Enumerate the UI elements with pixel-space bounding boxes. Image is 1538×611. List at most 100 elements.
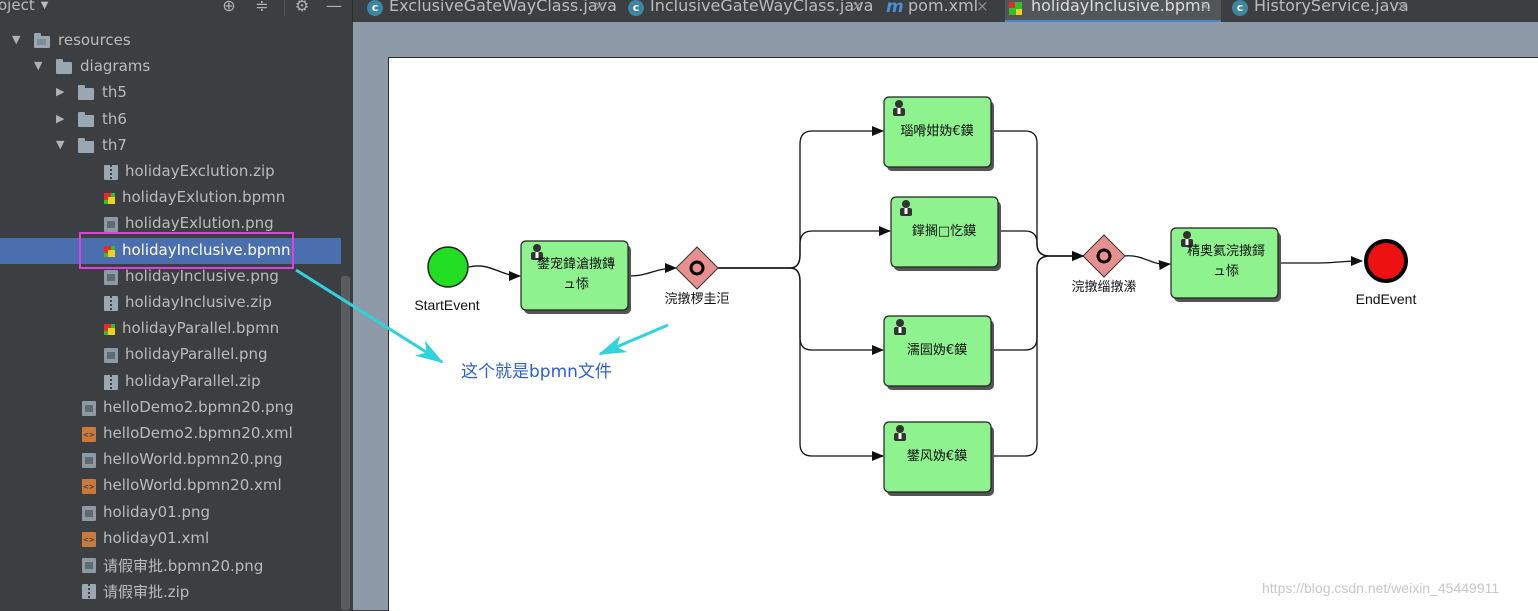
tree-item-label: diagrams [80,57,151,76]
class-icon: c [367,0,383,16]
tree-item[interactable]: ▼ diagrams [0,54,352,80]
project-panel-header: oject▼ ⊕ ≑ ⚙ — [0,0,352,18]
start-event[interactable] [427,246,469,288]
project-view-selector[interactable]: oject▼ [0,0,48,14]
flow-start-to-apply[interactable] [468,265,521,281]
task-branch-1[interactable]: 瑙嗗姏妫€鏌 [883,96,994,171]
tree-item-label: holidayExlution.png [125,214,274,233]
locate-icon[interactable]: ⊕ [222,0,236,15]
tree-item[interactable]: holidayExlution.bpmn [0,185,352,211]
task-apply[interactable]: 鐢宠鍏滄撴鏄 ュ悿 [520,240,631,314]
flow-final-to-end[interactable] [1278,256,1363,267]
inclusive-gateway-join[interactable] [1082,234,1126,278]
editor-tab[interactable]: m pom.xml× [882,0,998,20]
class-icon: c [628,0,644,16]
bpmn-file-icon [104,324,115,336]
tree-item[interactable]: holidayExclution.zip [0,159,352,185]
folder-icon [56,59,72,75]
end-event-label: EndEvent [1356,291,1417,307]
tree-item[interactable]: helloDemo2.bpmn20.png [0,395,352,421]
collapse-all-icon[interactable]: ≑ [255,0,269,15]
class-icon: c [1232,0,1248,16]
header-divider [284,0,285,16]
user-task-icon [900,200,912,216]
tree-item[interactable]: helloWorld.bpmn20.png [0,447,352,473]
tree-item[interactable]: ▶ th5 [0,80,352,106]
editor-tab[interactable]: holidayInclusive.bpmn× [1005,0,1221,22]
tree-item[interactable]: holiday01.xml [0,526,352,552]
end-event[interactable] [1364,239,1408,283]
flow-gateway-branch2[interactable] [718,226,891,269]
close-icon[interactable]: × [1199,0,1212,15]
zip-file-icon [104,374,118,390]
tree-item[interactable]: ▶th6 [0,107,352,133]
close-icon[interactable]: × [851,0,864,15]
editor-tab-label: pom.xml [908,0,979,15]
tree-item[interactable]: ▼resources [0,28,352,54]
hide-panel-icon[interactable]: — [326,0,342,15]
close-icon[interactable]: × [976,0,989,15]
flow-join-to-final[interactable] [1123,255,1171,271]
tree-item[interactable]: helloDemo2.bpmn20.xml [0,421,352,447]
tree-item[interactable]: 请假审批.zip [0,578,352,604]
task-branch-3[interactable]: 濡囩妫€鏌 [883,315,994,390]
flow-branch2-join[interactable] [998,230,1084,261]
tree-item-label: holidayParallel.zip [125,371,261,390]
task-branch-4-label: 鐢风妫€鏌 [907,448,967,464]
task-branch-2-label: 鐣搁□忔鏌 [912,223,976,239]
tree-item[interactable]: holiday01.png [0,500,352,526]
maven-icon: m [886,0,904,17]
gear-icon[interactable]: ⚙ [294,0,310,15]
editor-tab-label: InclusiveGateWayClass.java [650,0,874,15]
expand-arrow-icon[interactable]: ▼ [56,137,65,151]
tree-item[interactable]: holidayInclusive.png [0,264,352,290]
collapse-arrow-icon[interactable]: ▶ [56,85,65,99]
zip-file-icon [104,296,118,311]
tree-item[interactable]: holidayExlution.png [0,211,352,237]
tree-item[interactable]: 请假审批.bpmn20.png [0,552,352,578]
tree-item[interactable]: holidayParallel.png [0,342,352,368]
flow-apply-to-gateway[interactable] [627,263,677,277]
task-final-label-1: 棈奥氦浣撴鎶 [1187,244,1265,259]
flow-gateway-branch4[interactable] [718,267,884,461]
tree-item-label: holidayExclution.zip [125,162,275,180]
tree-item[interactable]: helloWorld.bpmn20.xml [0,473,352,499]
tree-item-label: holiday01.xml [103,528,210,547]
annotation-text: 这个就是bpmn文件 [461,362,612,382]
scrollbar-thumb[interactable] [341,276,350,610]
image-file-icon [82,558,96,573]
collapse-arrow-icon[interactable]: ▶ [56,111,65,125]
task-branch-2[interactable]: 鐣搁□忔鏌 [890,196,1001,271]
tree-item[interactable]: holidayParallel.zip [0,369,352,395]
tree-item-label: th5 [102,83,127,102]
tree-item[interactable]: holidayInclusive.zip [0,290,352,316]
gateway-split-label: 浣撴椤圭洰 [664,292,729,307]
task-branch-4[interactable]: 鐢风妫€鏌 [883,421,994,496]
user-task-icon [1181,231,1193,247]
tree-item-label: holiday01.png [103,502,211,521]
folder-icon [78,111,94,127]
editor-tab-label: ExclusiveGateWayClass.java [389,0,617,15]
flow-branch4-join[interactable] [991,251,1084,457]
task-final[interactable]: 棈奥氦浣撴鎶 ュ悿 [1170,227,1281,302]
image-file-icon [82,400,96,416]
bpmn-file-icon [104,245,115,257]
task-apply-label-1: 鐢宠鍏滄撴鏄 [537,256,615,272]
tree-item[interactable]: ▼th7 [0,133,352,159]
tree-item-label: helloDemo2.bpmn20.png [103,397,294,416]
editor-tab[interactable]: c ExclusiveGateWayClass.java× [363,0,617,20]
expand-arrow-icon[interactable]: ▼ [12,33,21,46]
image-file-icon [104,269,118,285]
project-view-label: oject [0,0,35,14]
inclusive-gateway-split[interactable] [675,246,719,290]
close-icon[interactable]: × [1396,0,1409,15]
editor-tab[interactable]: c InclusiveGateWayClass.java× [624,0,873,20]
tree-item[interactable]: holidayParallel.bpmn [0,316,352,342]
close-icon[interactable]: × [593,0,606,15]
flow-branch1-join[interactable] [991,130,1084,261]
expand-arrow-icon[interactable]: ▼ [34,59,43,73]
watermark: https://blog.csdn.net/weixin_45449911 [1262,580,1500,596]
